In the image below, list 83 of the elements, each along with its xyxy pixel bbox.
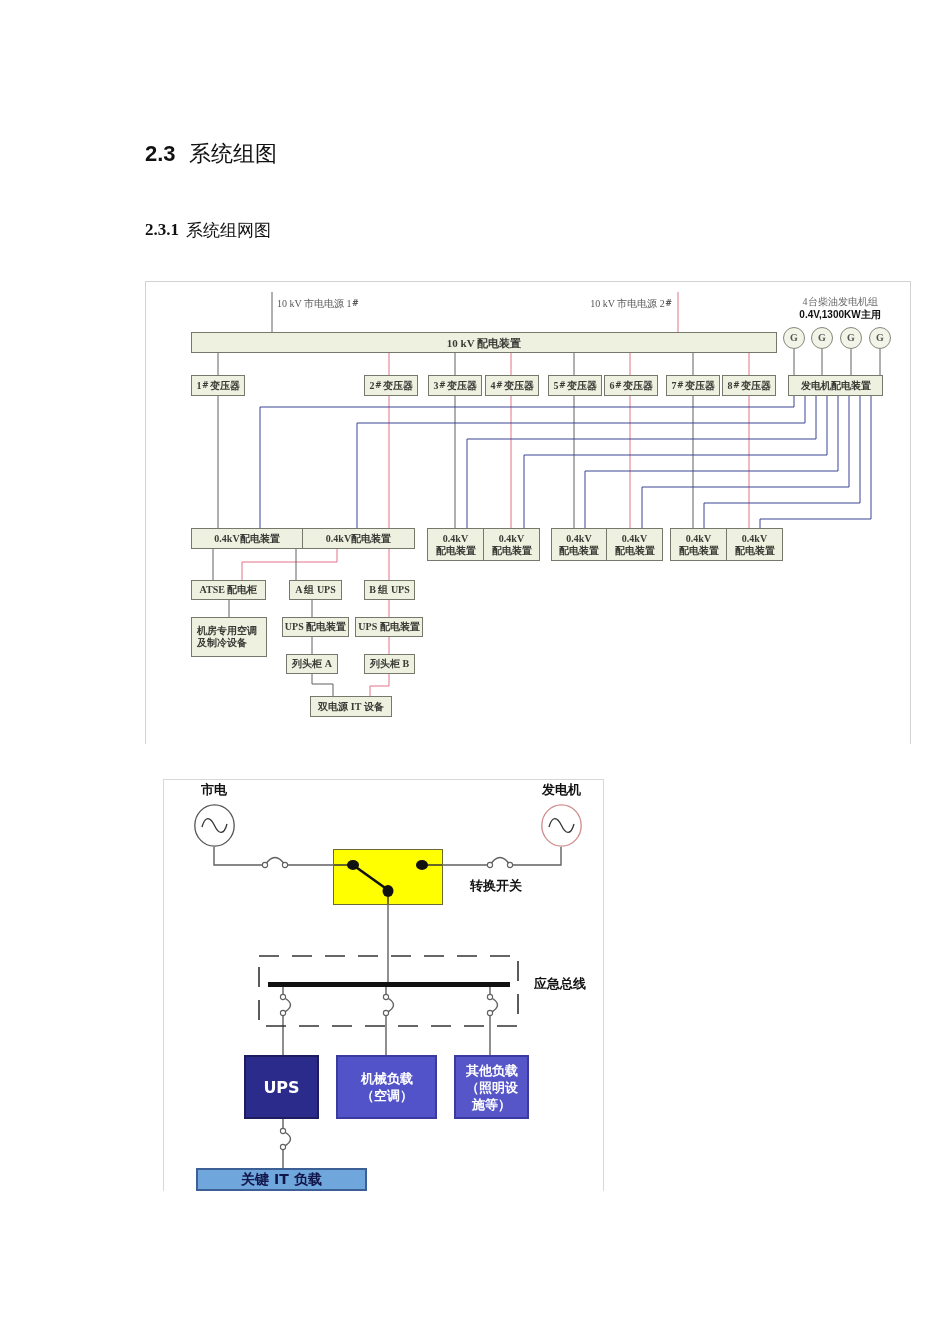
connector-line — [388, 599, 390, 618]
connector-line — [241, 548, 338, 581]
connector-line — [259, 395, 795, 529]
lv-switchgear-box: 0.4kV 配电装置 — [483, 528, 540, 561]
connector-line — [692, 352, 694, 376]
section-heading: 2.3.1 系统组网图 — [145, 219, 272, 241]
ups-box: B 组 UPS — [364, 580, 415, 600]
generator-rating-label: 0.4V,1300KW主用 — [798, 308, 882, 322]
transfer-switch-box — [333, 849, 443, 905]
lv-switchgear-box: 0.4kV 配电装置 — [551, 528, 607, 561]
connector-line — [217, 352, 219, 376]
connector-line — [523, 395, 828, 529]
connector-line — [369, 673, 390, 697]
connector-line — [510, 352, 512, 376]
connector-line — [821, 348, 823, 376]
connector-line — [388, 636, 390, 655]
connector-line — [793, 348, 795, 376]
distribution-box: UPS 配电装置 — [282, 617, 349, 637]
ups-box: A 组 UPS — [289, 580, 342, 600]
cabinet-box: 列头柜 B — [364, 654, 415, 674]
connector-line — [388, 352, 390, 376]
lv-switchgear-box: 0.4kV配电装置 — [191, 528, 303, 549]
connector-line — [510, 395, 512, 529]
connector-line — [271, 291, 273, 333]
generator-circle: G — [811, 327, 833, 349]
load-box: 机械负载（空调） — [336, 1055, 437, 1119]
lv-switchgear-box: 0.4kV 配电装置 — [427, 528, 484, 561]
connector-line — [282, 1118, 292, 1169]
connector-line — [282, 986, 292, 1056]
connector-line — [228, 599, 230, 618]
connector-line — [311, 636, 313, 655]
load-box: 其他负载（照明设施等） — [454, 1055, 529, 1119]
load-box: 关键 IT 负载 — [196, 1168, 367, 1191]
connector-line — [879, 348, 881, 376]
generator-group-label: 4台柴油发电机组 — [801, 295, 879, 308]
connector-line — [356, 395, 806, 529]
connector-line — [573, 352, 575, 376]
switchgear-box: 10 kV 配电装置 — [191, 332, 777, 353]
generator-circle: G — [783, 327, 805, 349]
busbar — [268, 982, 510, 987]
connector-line — [311, 599, 313, 618]
connector-line — [212, 548, 214, 581]
connector-line — [454, 352, 456, 376]
cabinet-box: 列头柜 A — [286, 654, 338, 674]
connector-line — [759, 395, 872, 529]
connector-line — [748, 352, 750, 376]
connector-line — [703, 395, 861, 529]
lv-switchgear-box: 0.4kV 配电装置 — [606, 528, 663, 561]
generator-circle: G — [840, 327, 862, 349]
connector-line — [387, 904, 389, 983]
page-title: 2.3 系统组图 — [145, 140, 277, 168]
connector-line — [677, 291, 679, 333]
connector-line — [489, 986, 499, 1056]
equipment-box: 双电源 IT 设备 — [310, 696, 392, 717]
lv-switchgear-box: 0.4kV配电装置 — [302, 528, 415, 549]
lv-switchgear-box: 0.4kV 配电装置 — [726, 528, 783, 561]
generator-circle: G — [869, 327, 891, 349]
source-name: 发电机 — [541, 782, 581, 798]
connector-line — [217, 395, 219, 529]
connector-line — [748, 395, 750, 529]
connector-line — [629, 352, 631, 376]
connector-line — [385, 986, 395, 1056]
connector-line — [850, 348, 852, 376]
connector-line — [584, 395, 839, 529]
connector-line — [388, 548, 390, 581]
switch-label: 转换开关 — [470, 877, 523, 895]
cabinet-box: ATSE 配电柜 — [191, 580, 266, 600]
lv-switchgear-box: 0.4kV 配电装置 — [670, 528, 727, 561]
connector-line — [629, 395, 631, 529]
generator-switchgear-box: 发电机配电装置 — [788, 375, 883, 396]
connector-line — [641, 395, 850, 529]
busbar-label: 应急总线 — [534, 975, 587, 993]
equipment-box: 机房专用空调及制冷设备 — [191, 617, 267, 657]
connector-line — [454, 395, 456, 529]
ups-box: UPS — [244, 1055, 319, 1119]
connector-line — [466, 395, 817, 529]
connector-line — [311, 673, 334, 697]
connector-line — [692, 395, 694, 529]
connector-line — [295, 548, 297, 581]
connector-line — [573, 395, 575, 529]
distribution-box: UPS 配电装置 — [355, 617, 423, 637]
connector-line — [388, 395, 390, 529]
source-name: 市电 — [201, 782, 227, 798]
